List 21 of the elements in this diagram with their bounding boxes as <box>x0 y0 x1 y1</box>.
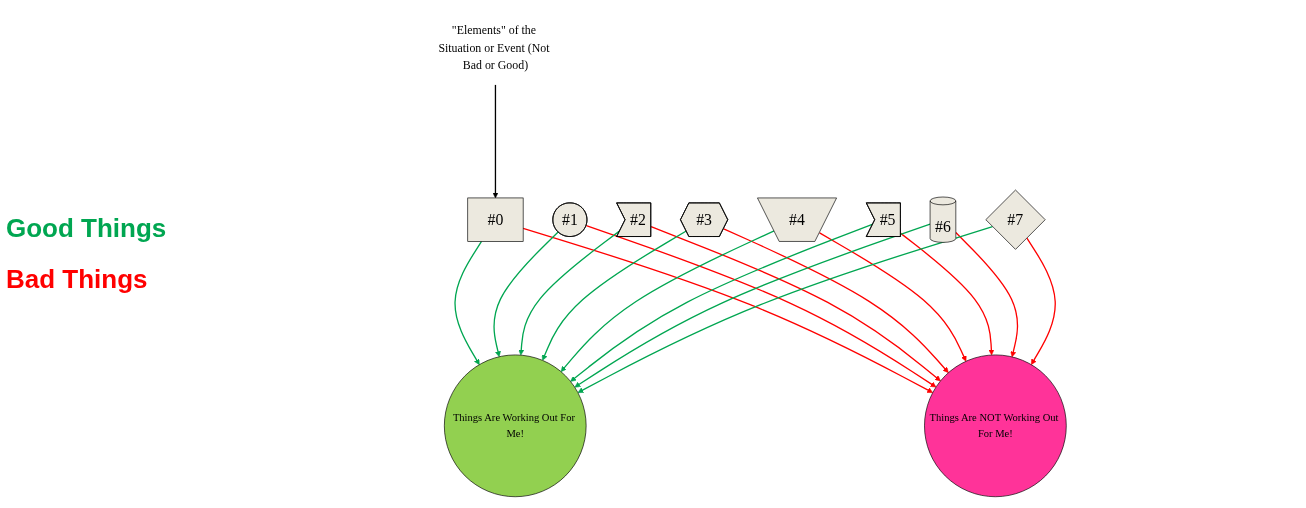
arrow <box>492 83 499 199</box>
arrow <box>723 228 949 373</box>
arrow <box>650 226 941 382</box>
arrow <box>1026 237 1056 365</box>
node-text: "Elements" of the Situation or Event (Not Bad or Good) <box>438 23 550 72</box>
arrow <box>577 226 994 393</box>
arrow <box>955 231 1019 358</box>
annotation-text: Good Things <box>6 213 168 244</box>
arrow <box>454 240 483 365</box>
arrow <box>560 230 775 372</box>
arrow <box>818 232 967 362</box>
node-circle: Things Are NOT Working Out For Me! <box>924 354 1067 498</box>
arrow <box>493 231 559 357</box>
annotation-text: Bad Things <box>6 264 149 295</box>
arrow <box>522 227 933 393</box>
arrow <box>900 232 995 356</box>
node-diamond: #7 <box>985 189 1046 250</box>
node-circle: Things Are Working Out For Me! <box>444 354 587 498</box>
arrow <box>570 223 874 382</box>
arrow <box>541 230 687 361</box>
node-box: #0 <box>467 197 524 242</box>
